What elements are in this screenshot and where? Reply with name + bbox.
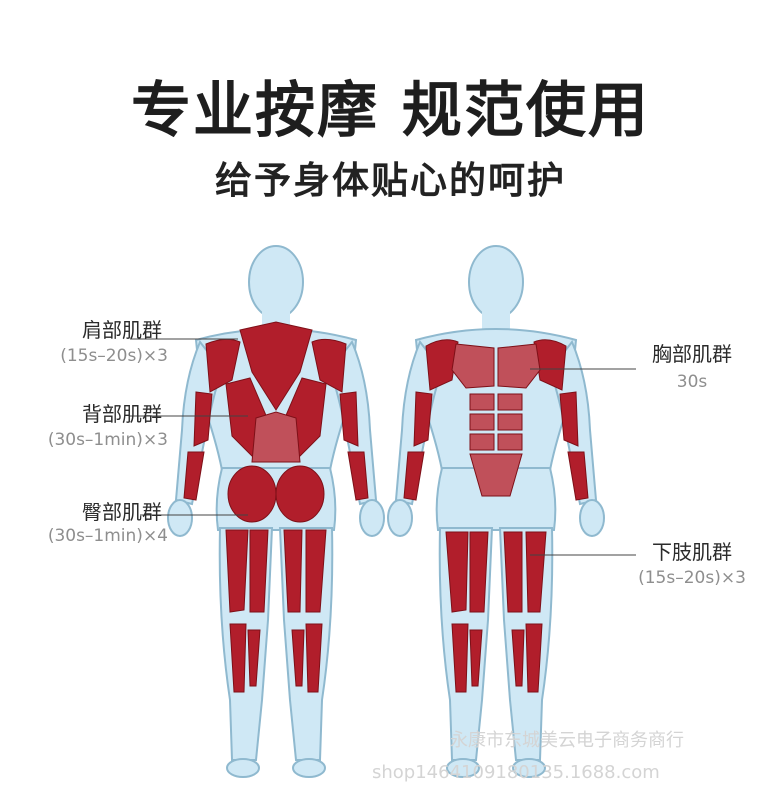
watermark-shop-url: shop1464109180135.1688.com [372, 762, 660, 783]
label-back-time: (30s–1min)×3 [47, 430, 168, 450]
label-back-muscles: 背部肌群 [82, 402, 162, 426]
label-leg-time: (15s–20s)×3 [638, 568, 746, 588]
label-shoulder-time: (15s–20s)×3 [60, 346, 168, 366]
label-glute-muscles: 臀部肌群 [82, 500, 162, 524]
front-body-figure [387, 245, 605, 778]
label-chest-time: 30s [676, 372, 708, 392]
watermark-shop-name: 永康市东城美云电子商务商行 [450, 730, 684, 751]
label-glute-time: (30s–1min)×4 [47, 526, 168, 546]
label-leg-muscles: 下肢肌群 [652, 540, 732, 564]
page-title: 专业按摩 规范使用 [131, 76, 650, 146]
label-chest-muscles: 胸部肌群 [652, 342, 732, 366]
label-shoulder-muscles: 肩部肌群 [82, 318, 162, 342]
back-body-figure [167, 245, 385, 778]
leader-lines [130, 338, 636, 556]
page-subtitle: 给予身体贴心的呵护 [215, 159, 566, 202]
